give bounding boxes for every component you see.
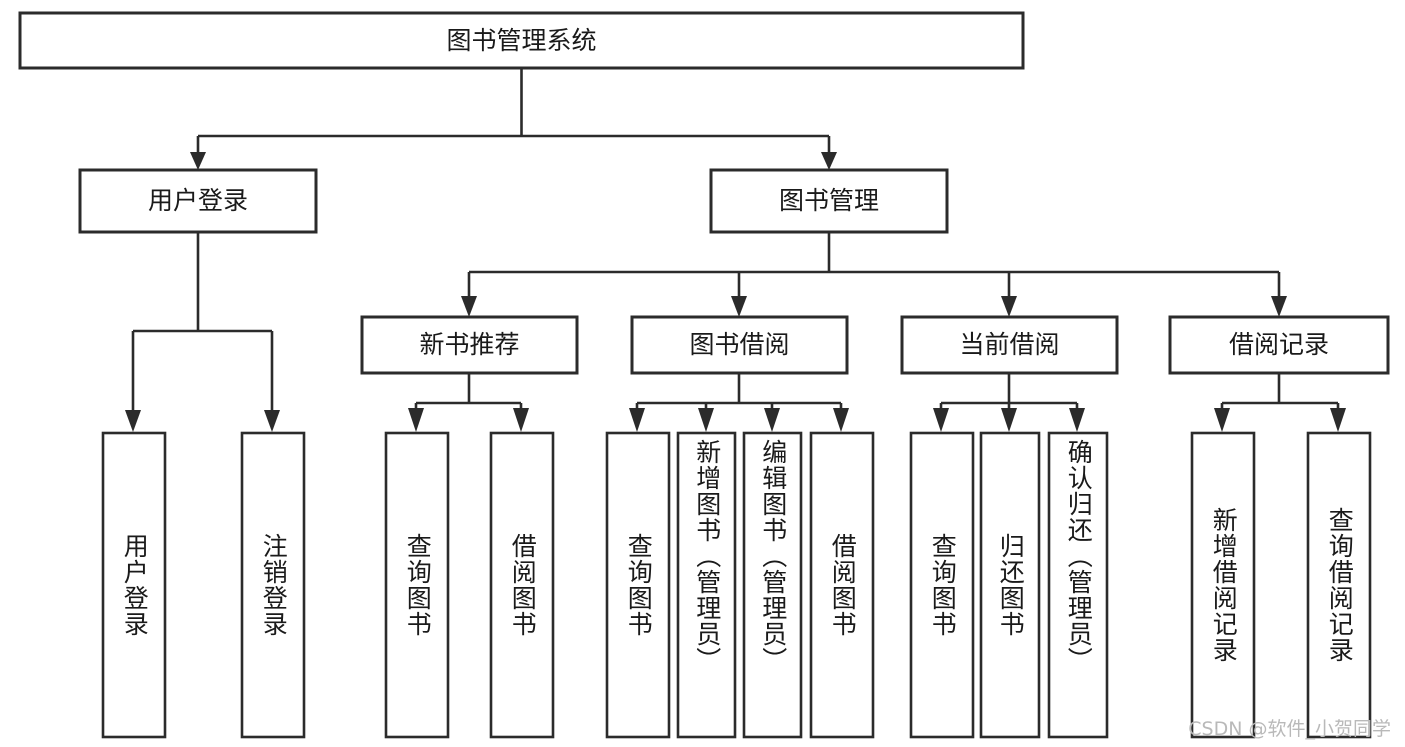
arrow-head-leaf-borrow-book-1 — [513, 408, 529, 432]
leaf-box-borrow-book-2[interactable] — [809, 431, 875, 739]
arrow-head-leaf-edit-book — [764, 408, 780, 432]
node-book-borrow-label: 图书借阅 — [689, 330, 789, 359]
node-root-box[interactable] — [18, 11, 1025, 70]
connector-group-new-book-to-leaves — [408, 373, 529, 432]
arrow-head-current-borrow — [1001, 296, 1017, 317]
arrow-head-user-login — [190, 152, 206, 170]
leaf-box-group — [101, 431, 1372, 739]
leaf-box-confirm-return[interactable] — [1047, 431, 1109, 739]
leaf-box-user-login[interactable] — [101, 431, 167, 739]
node-current-borrow-box[interactable] — [900, 315, 1119, 375]
arrow-head-leaf-query-book-2 — [629, 408, 645, 432]
node-current-borrow-label: 当前借阅 — [959, 330, 1059, 359]
connector-group-user-login-to-leaves — [125, 232, 280, 432]
node-book-manage[interactable]: 图书管理 — [709, 168, 949, 234]
node-new-book-recommend-label: 新书推荐 — [419, 330, 519, 359]
leaf-box-query-book-1[interactable] — [384, 431, 450, 739]
node-borrow-record-label: 借阅记录 — [1229, 330, 1329, 359]
node-user-login-label: 用户登录 — [148, 186, 248, 215]
arrow-head-leaf-query-record — [1330, 408, 1346, 432]
leaf-box-edit-book[interactable] — [742, 431, 803, 739]
node-new-book-recommend-box[interactable] — [360, 315, 579, 375]
arrow-head-book-borrow — [731, 296, 747, 317]
arrow-head-leaf-logout — [264, 410, 280, 432]
node-user-login-box[interactable] — [78, 168, 318, 234]
arrow-head-leaf-add-record — [1214, 408, 1230, 432]
leaf-box-query-book-2[interactable] — [605, 431, 671, 739]
connector-group-borrow-record-to-leaves — [1214, 373, 1346, 432]
connector-group-root-to-level2 — [190, 68, 837, 170]
node-new-book-recommend[interactable]: 新书推荐 — [360, 315, 579, 375]
leaf-box-query-record[interactable] — [1306, 431, 1372, 739]
arrow-head-leaf-confirm-return — [1069, 408, 1085, 432]
connector-group-current-borrow-to-leaves — [933, 373, 1085, 432]
leaf-box-add-record[interactable] — [1190, 431, 1256, 739]
connector-group-book-borrow-to-leaves — [629, 373, 849, 432]
arrow-head-new-book — [461, 296, 477, 317]
node-book-borrow-box[interactable] — [630, 315, 849, 375]
node-book-borrow[interactable]: 图书借阅 — [630, 315, 849, 375]
leaf-box-add-book[interactable] — [676, 431, 737, 739]
leaf-box-return-book[interactable] — [979, 431, 1041, 739]
leaf-box-logout-login[interactable] — [240, 431, 306, 739]
leaf-box-query-book-3[interactable] — [909, 431, 975, 739]
arrow-head-leaf-borrow-book-2 — [833, 408, 849, 432]
watermark-text: CSDN @软件_小贺同学 — [1188, 718, 1391, 740]
arrow-head-leaf-query-book-1 — [408, 408, 424, 432]
node-book-manage-label: 图书管理 — [779, 186, 879, 215]
node-borrow-record[interactable]: 借阅记录 — [1168, 315, 1390, 375]
connector-group-book-manage-to-level3 — [461, 232, 1287, 317]
arrow-head-leaf-user-login — [125, 410, 141, 432]
arrow-head-leaf-query-book-3 — [933, 408, 949, 432]
arrow-head-book-manage — [821, 152, 837, 170]
node-book-manage-box[interactable] — [709, 168, 949, 234]
node-root[interactable]: 图书管理系统 — [18, 11, 1025, 70]
leaf-box-borrow-book-1[interactable] — [489, 431, 555, 739]
node-current-borrow[interactable]: 当前借阅 — [900, 315, 1119, 375]
arrow-head-borrow-record — [1271, 296, 1287, 317]
node-user-login[interactable]: 用户登录 — [78, 168, 318, 234]
node-borrow-record-box[interactable] — [1168, 315, 1390, 375]
arrow-head-leaf-return-book — [1001, 408, 1017, 432]
arrow-head-leaf-add-book — [698, 408, 714, 432]
node-root-label: 图书管理系统 — [446, 26, 596, 55]
